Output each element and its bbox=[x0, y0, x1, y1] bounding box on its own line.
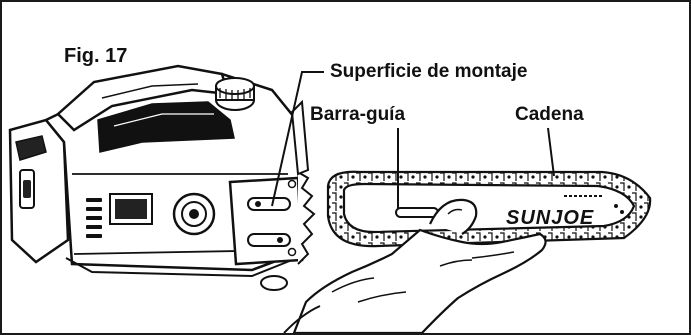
mounting-surface-label: Superficie de montaje bbox=[330, 61, 528, 82]
guide-bar: SUNJOE bbox=[326, 170, 652, 248]
tension-knob bbox=[172, 192, 216, 236]
bar-logo: SUNJOE bbox=[506, 207, 594, 229]
figure-title: Fig. 17 bbox=[64, 45, 128, 67]
mounting-surface bbox=[228, 99, 316, 266]
oil-cap bbox=[215, 77, 255, 111]
chain-label: Cadena bbox=[515, 104, 584, 125]
guide-bar-label: Barra-guía bbox=[310, 104, 406, 125]
gloved-hand bbox=[283, 198, 547, 333]
leader-chain bbox=[547, 127, 555, 177]
leader-mounting-surface bbox=[271, 71, 324, 207]
